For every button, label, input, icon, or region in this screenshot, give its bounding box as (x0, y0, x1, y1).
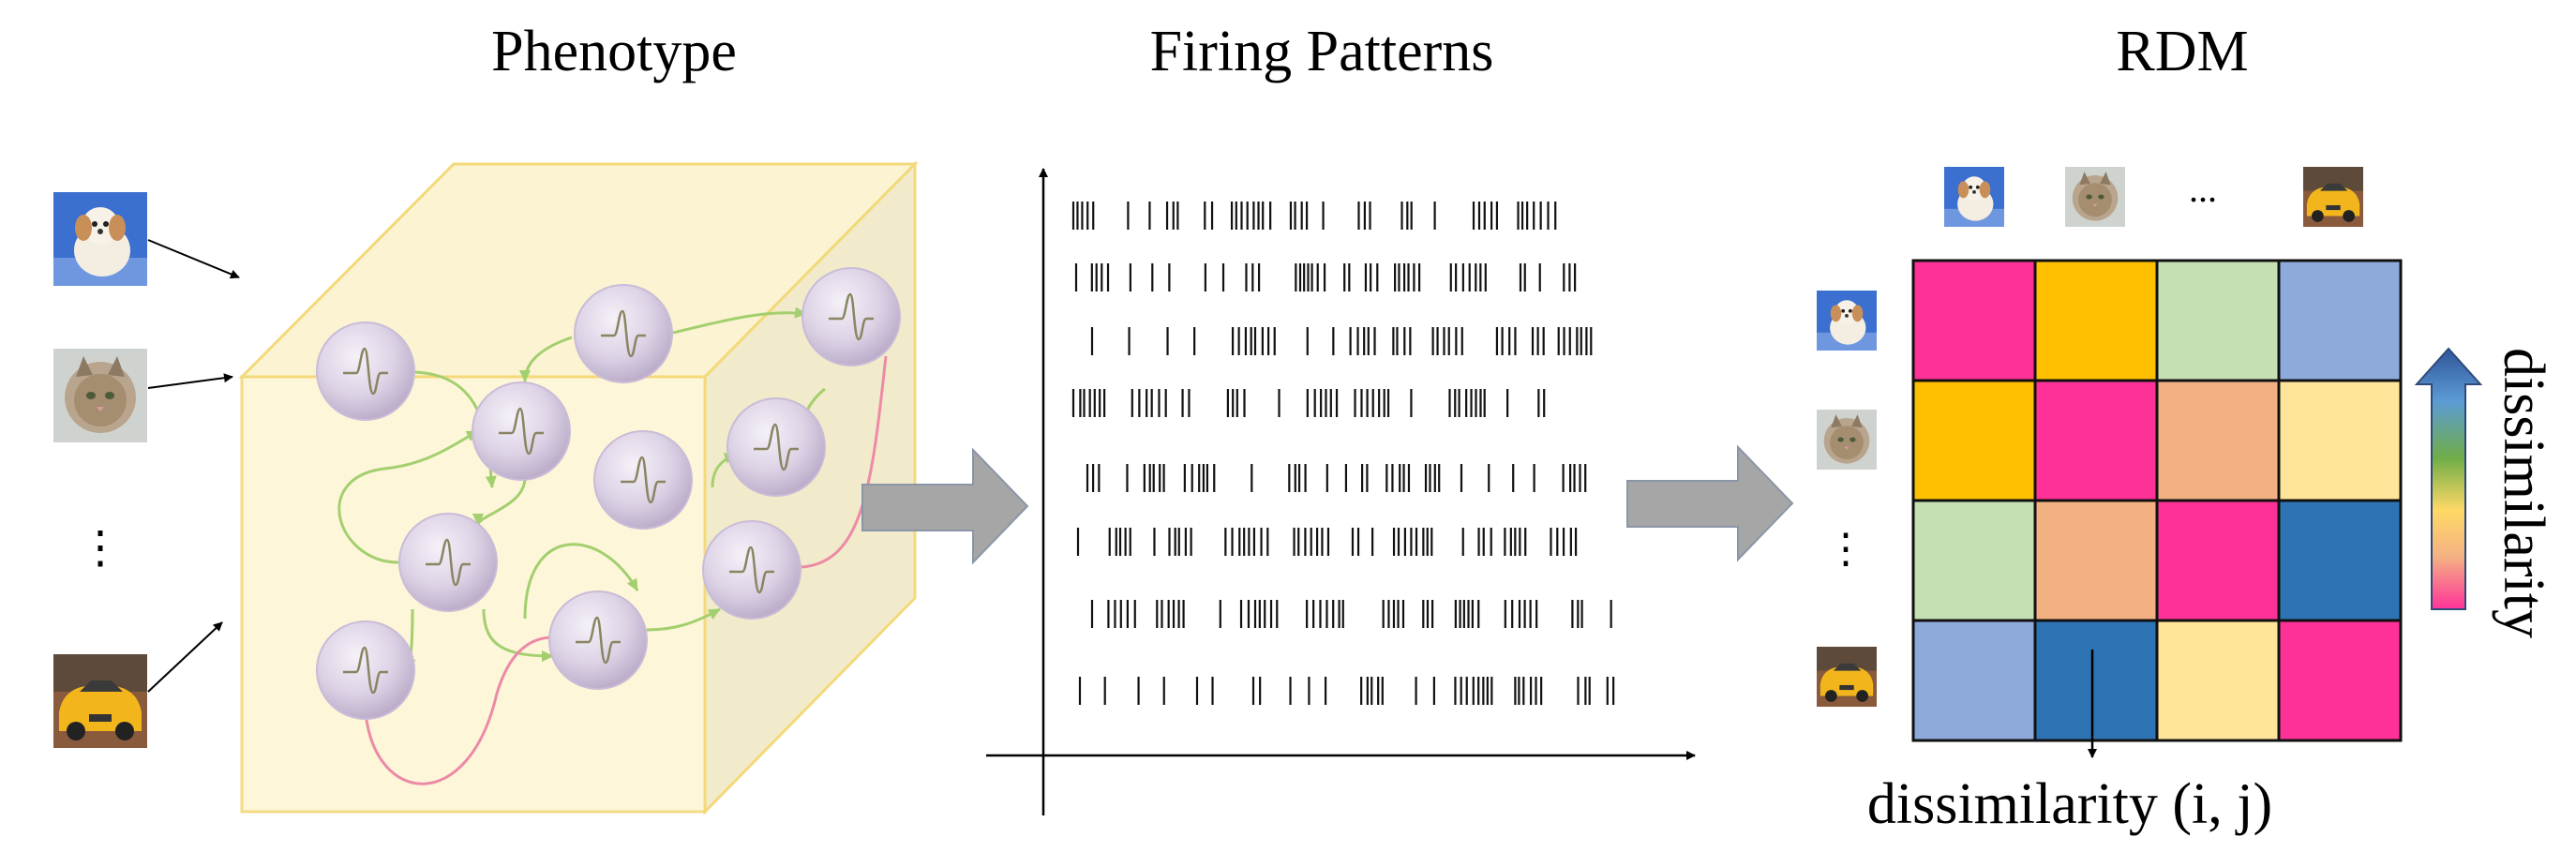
spike-train (1074, 263, 1577, 291)
rdm-cell-3-1 (2033, 619, 2159, 742)
rdm-cell-3-3 (2277, 619, 2403, 742)
rdm-cell-0-3 (2277, 259, 2403, 382)
cell-dissimilarity-label: dissimilarity (i, j) (1867, 772, 2272, 836)
rdm-cell-2-1 (2033, 499, 2159, 622)
rdm-row-ellipsis: ⋮ (1825, 526, 1866, 572)
neuron (726, 397, 826, 497)
input-arrow-dog (147, 239, 240, 279)
rdm-cell-3-2 (2155, 619, 2281, 742)
input-image-dog (53, 192, 147, 286)
neuron (316, 321, 415, 421)
spike-train (1090, 600, 1612, 628)
flow-arrow-1 (861, 447, 1029, 565)
spike-trains (1071, 202, 1615, 705)
rdm-row-image-dog (1817, 291, 1877, 351)
neuron (593, 430, 693, 530)
rdm-cell-1-3 (2277, 379, 2403, 502)
input-arrow-car (147, 621, 223, 693)
spike-train (1090, 327, 1593, 355)
title-firing-patterns: Firing Patterns (1150, 20, 1494, 83)
input-ellipsis: ⋮ (78, 523, 123, 573)
spike-train (1071, 202, 1557, 230)
rdm-cell-2-0 (1911, 499, 2037, 622)
rdm-row-image-car (1817, 647, 1877, 707)
input-image-car (53, 654, 147, 748)
rdm-cell-1-2 (2155, 379, 2281, 502)
rdm-cell-2-3 (2277, 499, 2403, 622)
neuron (702, 520, 801, 620)
rdm-row-image-cat (1817, 410, 1877, 470)
neuron (472, 381, 571, 481)
neuron (316, 620, 415, 720)
neuron (574, 284, 673, 383)
rdm-col-image-car (2303, 167, 2363, 227)
rdm-row-headers: ⋮ (1817, 291, 1877, 707)
rdm-cell-0-0 (1911, 259, 2037, 382)
rdm-col-ellipsis: ... (2189, 168, 2217, 210)
flow-arrow-2 (1626, 444, 1794, 562)
rdm-cell-1-1 (2033, 379, 2159, 502)
rdm-column-headers: ... (1944, 167, 2363, 227)
neuron (398, 513, 498, 612)
rdm-cell-1-0 (1911, 379, 2037, 502)
colorbar-label: dissimilarity (2492, 348, 2555, 638)
rdm-cell-3-0 (1911, 619, 2037, 742)
title-phenotype: Phenotype (491, 20, 737, 83)
rdm-col-image-dog (1944, 167, 2004, 227)
input-image-cat (53, 349, 147, 442)
phenotype-cube (238, 160, 919, 815)
input-arrow-cat (147, 373, 233, 389)
spike-train (1076, 528, 1578, 556)
rdm-cell-0-1 (2033, 259, 2159, 382)
firing-axes (986, 168, 1696, 815)
neuron-nodes (316, 267, 901, 720)
rdm-cell-0-2 (2155, 259, 2281, 382)
rdm-cell-2-2 (2155, 499, 2281, 622)
dissimilarity-colorbar (2414, 347, 2483, 610)
spike-train (1078, 677, 1615, 705)
neuron (801, 267, 901, 366)
rdm-matrix (1911, 259, 2403, 742)
rdm-col-image-cat (2065, 167, 2125, 227)
neuron (548, 590, 648, 690)
title-rdm: RDM (2116, 20, 2248, 83)
spike-train (1071, 389, 1546, 417)
spike-train (1086, 464, 1587, 492)
